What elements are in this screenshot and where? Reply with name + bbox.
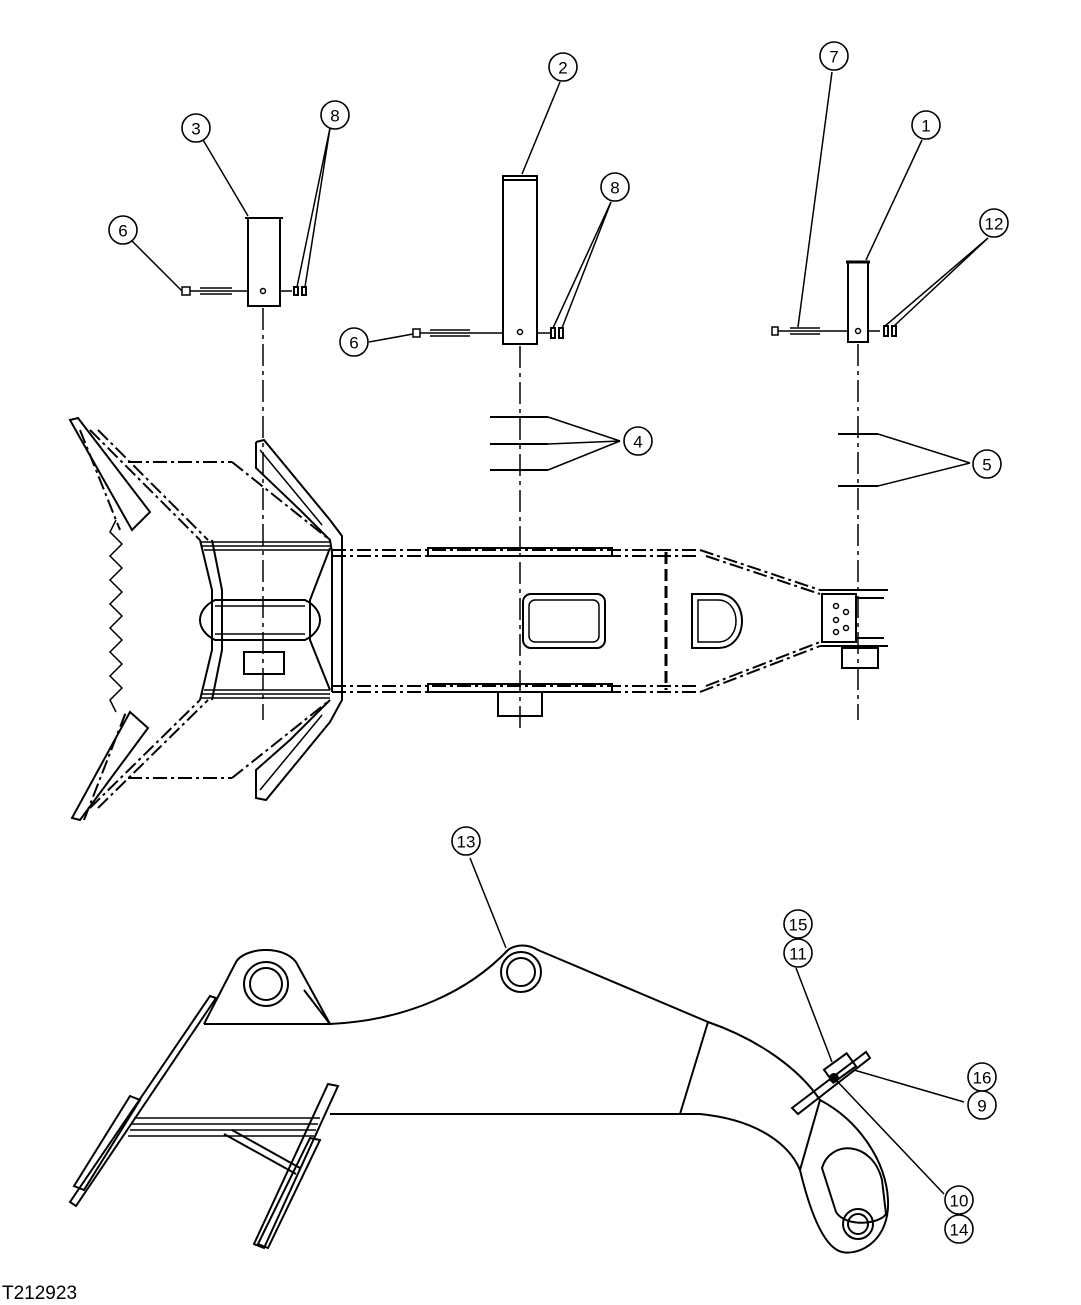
nut-12-a (883, 325, 889, 337)
callout-8-middle: 8 (600, 172, 630, 202)
callout-2: 2 (548, 52, 578, 82)
cylinder-pin-bore (500, 951, 542, 993)
end-plate-a (68, 994, 218, 1208)
svg-text:3: 3 (191, 120, 200, 139)
pin-1 (847, 261, 869, 343)
svg-text:15: 15 (789, 916, 808, 935)
svg-text:8: 8 (330, 107, 339, 126)
svg-text:5: 5 (982, 456, 991, 475)
boom-side-view (68, 944, 890, 1254)
callout-5: 5 (972, 449, 1002, 479)
svg-text:11: 11 (789, 945, 807, 964)
leader-lines (122, 71, 989, 1195)
callout-6-left: 6 (108, 215, 138, 245)
callout-11: 11 (783, 938, 813, 968)
svg-text:10: 10 (950, 1192, 969, 1211)
svg-text:12: 12 (985, 215, 1004, 234)
break-line (108, 519, 124, 713)
callout-13: 13 (451, 826, 481, 856)
callout-8-left: 8 (320, 100, 350, 130)
bracket (790, 1050, 872, 1116)
boom-foot-pin-bore (243, 961, 289, 1007)
boss-middle (497, 691, 543, 717)
svg-text:1: 1 (921, 117, 930, 136)
callout-15: 15 (783, 909, 813, 939)
pin-hub (199, 599, 321, 641)
boss-right (841, 647, 879, 669)
svg-text:8: 8 (610, 179, 619, 198)
svg-text:13: 13 (457, 833, 476, 852)
callout-9: 9 (967, 1090, 997, 1120)
nut-8-left-b (301, 286, 307, 296)
svg-text:6: 6 (118, 222, 127, 241)
callout-12: 12 (979, 208, 1009, 238)
side-plate-upper-left (68, 416, 152, 532)
top-plate (427, 547, 613, 557)
end-plate-b (252, 1082, 340, 1250)
callout-1: 1 (911, 110, 941, 140)
nut-8-middle-a (550, 327, 556, 339)
drawing-id-label: T212923 (2, 1283, 78, 1304)
access-window (522, 593, 606, 649)
svg-text:2: 2 (558, 59, 567, 78)
svg-text:9: 9 (977, 1097, 986, 1116)
callout-10: 10 (944, 1185, 974, 1215)
arm-pin-bore (842, 1208, 874, 1240)
svg-text:14: 14 (950, 1221, 969, 1240)
boom-outline (203, 944, 890, 1254)
nose-lug (821, 593, 857, 643)
side-plate-lower-left (70, 710, 150, 822)
svg-text:16: 16 (973, 1069, 992, 1088)
pin-assembly-middle (412, 175, 564, 730)
nut-8-middle-b (558, 327, 564, 339)
svg-text:6: 6 (349, 334, 358, 353)
boom-top-view (68, 416, 888, 822)
svg-text:7: 7 (829, 48, 838, 67)
bracket-bolt-plate (822, 1051, 858, 1085)
callout-7: 7 (819, 41, 849, 71)
callout-16: 16 (967, 1062, 997, 1092)
d-hole (691, 593, 743, 649)
svg-text:4: 4 (633, 433, 642, 452)
boss-left (243, 651, 285, 675)
nut-12-b (891, 325, 897, 337)
callout-6-middle: 6 (339, 327, 369, 357)
callout-3: 3 (181, 113, 211, 143)
pin-2 (502, 175, 538, 345)
callout-4: 4 (623, 426, 653, 456)
nut-8-left-a (293, 286, 299, 296)
callout-14: 14 (944, 1214, 974, 1244)
